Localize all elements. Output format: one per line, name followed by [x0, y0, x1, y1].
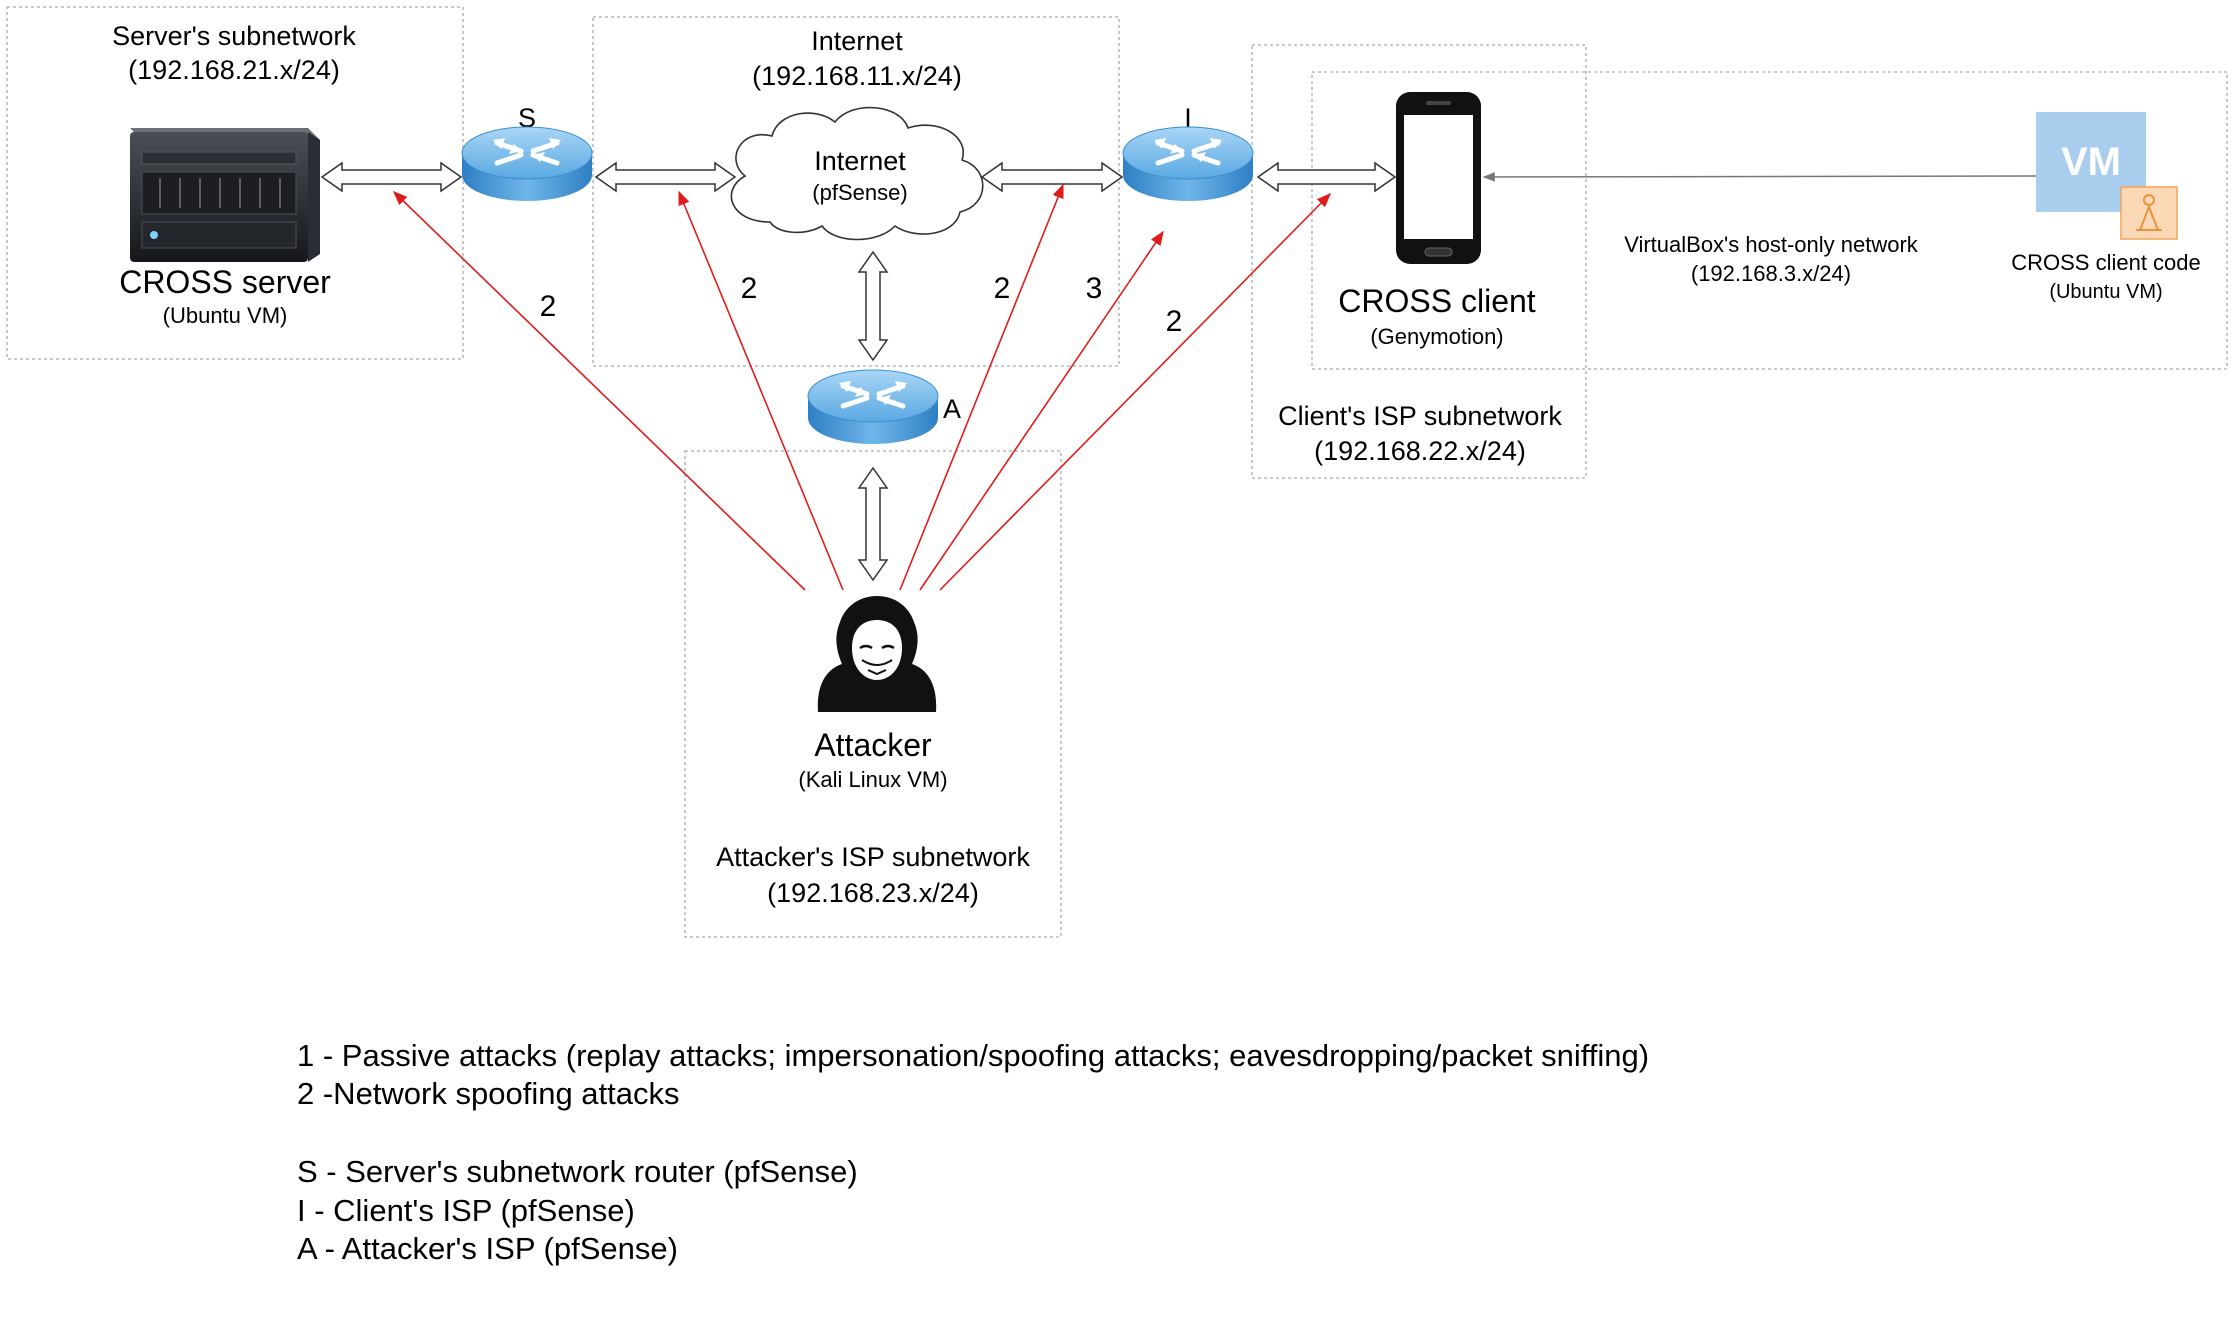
server-zone-cidr: (192.168.21.x/24) [128, 55, 340, 85]
legend: 1 - Passive attacks (replay attacks; imp… [297, 1038, 1649, 1266]
attack-label-router-s: 2 [741, 272, 758, 305]
attack-label-router-i: 2 [994, 272, 1011, 305]
attack-label-router-i-2: 3 [1086, 272, 1103, 305]
linux-badge-icon [2120, 186, 2178, 240]
internet-zone-cidr: (192.168.11.x/24) [752, 61, 962, 91]
legend-line-3: S - Server's subnetwork router (pfSense) [297, 1154, 858, 1189]
cloud-sublabel: (pfSense) [812, 180, 907, 205]
hostonly-title: VirtualBox's host-only network [1624, 232, 1919, 257]
attack-line-server [392, 190, 806, 591]
server-label: CROSS server [119, 264, 331, 300]
router-s-letter: S [518, 103, 536, 133]
attack-line-router-s [678, 190, 844, 591]
attack-line-router-i-a [899, 183, 1064, 591]
server-sublabel: (Ubuntu VM) [163, 303, 288, 328]
vm-sublabel: (Ubuntu VM) [2049, 281, 2162, 303]
smartphone-icon [1396, 92, 1481, 264]
attack-label-client: 2 [1166, 305, 1183, 338]
link-router-a-attacker [857, 466, 889, 582]
link-router-i-client [1256, 161, 1397, 193]
attacker-zone-cidr: (192.168.23.x/24) [767, 878, 979, 908]
attacker-sublabel: (Kali Linux VM) [798, 767, 947, 792]
attacker-label: Attacker [814, 727, 932, 763]
attack-line-client [939, 192, 1332, 591]
link-server-router-s [320, 161, 463, 193]
attacker-isp-zone [684, 450, 1062, 938]
server-zone-title: Server's subnetwork [112, 21, 356, 51]
internet-zone-title: Internet [811, 26, 903, 56]
legend-line-5: A - Attacker's ISP (pfSense) [297, 1231, 678, 1266]
attack-line-router-i-b [919, 230, 1164, 591]
router-a-icon [808, 370, 938, 444]
legend-line-1: 1 - Passive attacks (replay attacks; imp… [297, 1038, 1649, 1073]
client-label: CROSS client [1338, 283, 1536, 319]
link-internet-router-a [857, 250, 889, 362]
client-sublabel: (Genymotion) [1370, 324, 1503, 349]
router-i-icon [1123, 127, 1253, 201]
cloud-label: Internet [814, 146, 906, 176]
legend-line-4: I - Client's ISP (pfSense) [297, 1193, 635, 1228]
hacker-icon [817, 596, 937, 712]
router-s-icon [462, 127, 592, 201]
router-a-letter: A [943, 394, 961, 424]
server-subnet-zone [6, 6, 464, 360]
router-i-letter: I [1184, 103, 1192, 133]
link-router-s-internet [594, 161, 737, 193]
vm-label: CROSS client code [2011, 250, 2201, 275]
link-internet-router-i [980, 161, 1124, 193]
legend-line-2: 2 -Network spoofing attacks [297, 1076, 680, 1111]
hostonly-zone [1311, 71, 2228, 370]
hostonly-link-arrow [1482, 172, 2037, 182]
client-zone-title: Client's ISP subnetwork [1278, 401, 1562, 431]
attacker-zone-title: Attacker's ISP subnetwork [716, 842, 1030, 872]
internet-cloud-icon [730, 106, 984, 241]
server-icon [130, 128, 320, 262]
hostonly-cidr: (192.168.3.x/24) [1691, 261, 1851, 286]
attack-lines [392, 183, 1332, 591]
client-zone-cidr: (192.168.22.x/24) [1314, 436, 1526, 466]
attack-label-server: 2 [540, 290, 557, 323]
svg-text:VM: VM [2061, 140, 2121, 184]
